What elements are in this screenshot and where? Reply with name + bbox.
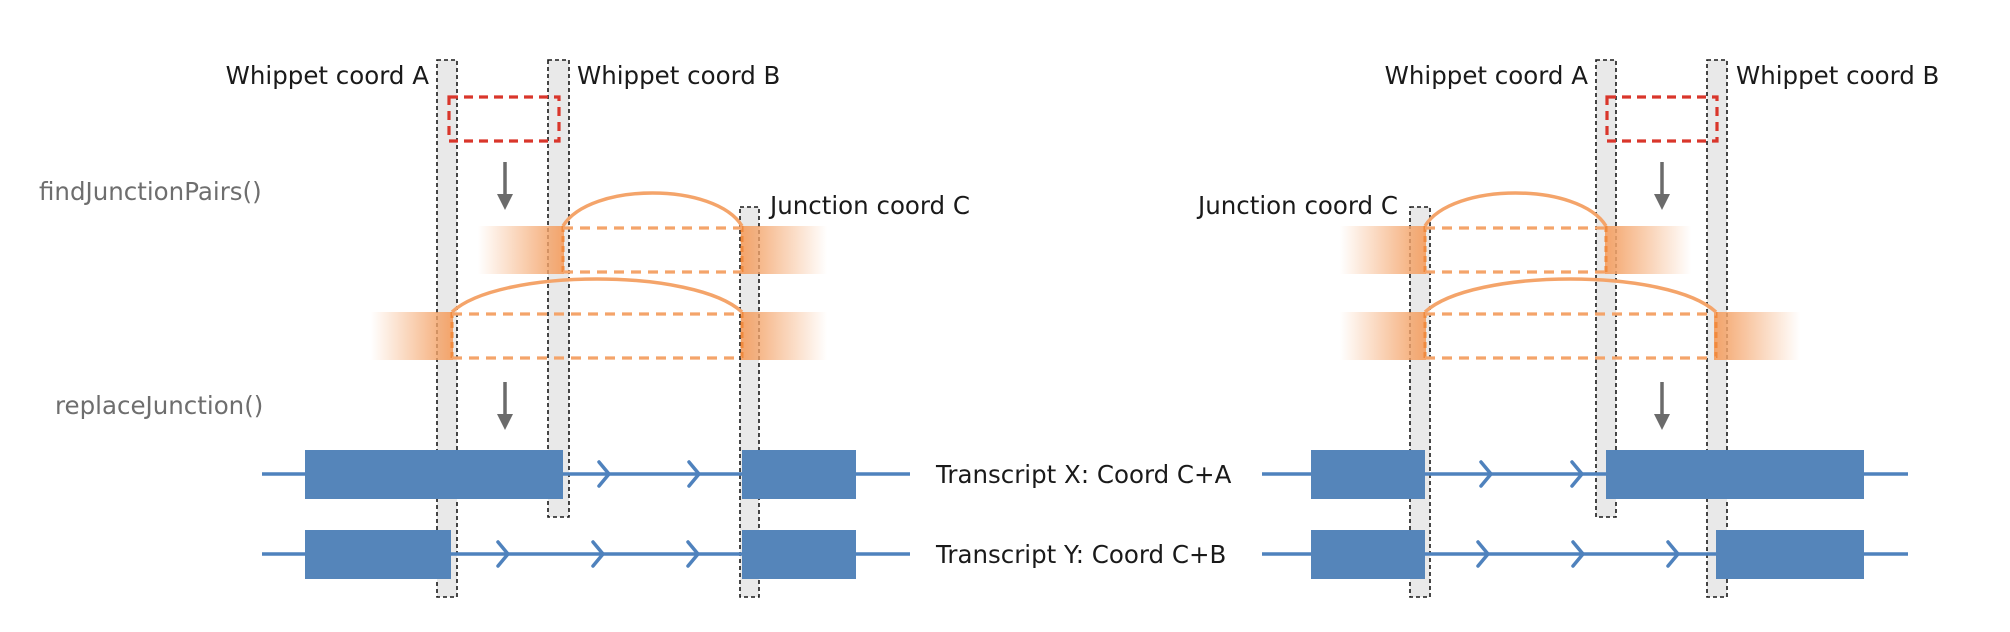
replace-junction-label: replaceJunction() xyxy=(55,391,263,420)
right-transcript-x xyxy=(1262,450,1908,499)
right-junction-ca xyxy=(1340,191,1691,274)
left-coord-c-band xyxy=(739,206,760,598)
left-whippet-node-box xyxy=(447,95,561,143)
right-find-arrow xyxy=(1654,162,1670,210)
left-coord-b-band xyxy=(547,59,570,518)
left-panel: Whippet coord A Whippet coord B Junction… xyxy=(226,59,1232,598)
find-junction-pairs-label: findJunctionPairs() xyxy=(39,177,262,206)
right-transcript-y xyxy=(1262,530,1908,579)
left-transcript-y xyxy=(262,530,910,579)
right-replace-arrow xyxy=(1654,382,1670,430)
left-transcript-x xyxy=(262,450,910,499)
left-coord-c-label: Junction coord C xyxy=(768,191,970,220)
left-replace-arrow xyxy=(497,382,513,430)
left-junction-bc xyxy=(478,191,827,274)
transcript-x-label: Transcript X: Coord C+A xyxy=(935,460,1232,489)
right-coord-a-band xyxy=(1595,59,1617,518)
right-junction-cb xyxy=(1340,277,1800,360)
right-coord-c-band xyxy=(1409,206,1431,598)
left-coord-b-label: Whippet coord B xyxy=(577,61,780,90)
right-coord-c-label: Junction coord C xyxy=(1196,191,1398,220)
transcript-y-label: Transcript Y: Coord C+B xyxy=(935,540,1226,569)
right-coord-a-label: Whippet coord A xyxy=(1385,61,1589,90)
right-whippet-node-box xyxy=(1605,95,1719,143)
right-panel: Whippet coord A Whippet coord B Junction… xyxy=(1196,59,1939,598)
left-junction-ac xyxy=(371,277,827,360)
left-coord-a-label: Whippet coord A xyxy=(226,61,430,90)
right-coord-b-label: Whippet coord B xyxy=(1736,61,1939,90)
left-find-arrow xyxy=(497,162,513,210)
